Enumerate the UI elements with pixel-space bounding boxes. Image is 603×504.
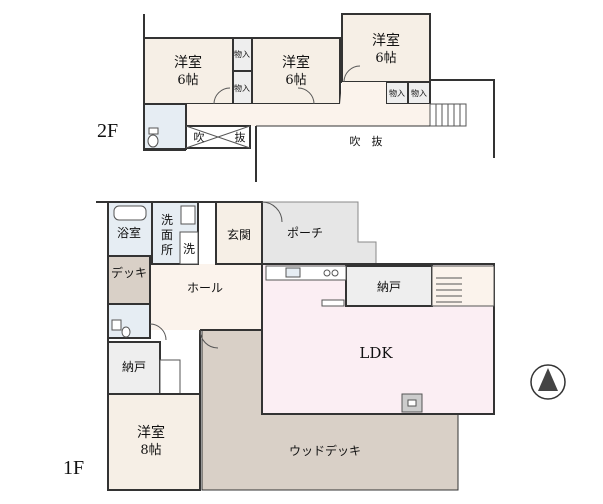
- porch-label: ポーチ: [287, 226, 323, 240]
- floor-label-1f: 1F: [63, 457, 84, 479]
- floor-1f: 浴室 洗 面 所 洗 玄関 ポーチ デッキ ホール 納戸 LDK 納戸 洋室 8…: [63, 201, 495, 491]
- entrance-label: 玄関: [227, 227, 251, 242]
- void-2f-left-a: 吹: [194, 131, 205, 144]
- floor-label-2f: 2F: [97, 120, 118, 142]
- closet-ldk: [345, 265, 433, 307]
- bathtub-icon: [113, 205, 147, 221]
- washer-area: [179, 231, 199, 265]
- washroom-label-c: 所: [161, 243, 173, 257]
- washer-label: 洗: [183, 242, 195, 256]
- washroom-label-a: 洗: [161, 213, 173, 227]
- bedroom-size: 8帖: [140, 443, 161, 458]
- bedroom-8: [107, 393, 201, 491]
- storage-2f-a-label: 物入: [234, 49, 250, 59]
- storage-2f-b-label: 物入: [234, 83, 250, 93]
- deck-small: [107, 255, 151, 305]
- stairs-icon: [429, 103, 467, 127]
- entrance: [215, 201, 263, 265]
- ldk-label: LDK: [359, 344, 393, 362]
- kitchen-icon: [265, 265, 347, 307]
- storage-2f-c-label: 物入: [389, 88, 405, 98]
- stove-icon: [323, 269, 423, 413]
- bath-label: 浴室: [117, 225, 141, 240]
- north-arrow-icon: [530, 364, 566, 400]
- void-2f-left-b: 抜: [235, 130, 246, 144]
- closet-ldk-label: 納戸: [377, 280, 401, 294]
- bedroom-name: 洋室: [137, 424, 165, 441]
- wood-deck-label: ウッドデッキ: [289, 443, 361, 458]
- room-2f-mid-name: 洋室: [282, 54, 310, 71]
- room-2f-mid: [251, 37, 341, 105]
- storage-2f-d-label: 物入: [411, 88, 427, 98]
- room-2f-left-size: 6帖: [177, 73, 198, 88]
- void-2f-right: 吹 抜: [350, 134, 383, 148]
- room-2f-mid-size: 6帖: [285, 73, 306, 88]
- room-2f-left: [143, 37, 234, 105]
- room-2f-right-name: 洋室: [372, 32, 400, 49]
- toilet-icon: [111, 319, 131, 338]
- deck-small-label: デッキ: [111, 265, 147, 280]
- room-2f-left-name: 洋室: [174, 54, 202, 71]
- room-2f-right-size: 6帖: [375, 51, 396, 66]
- hall: [150, 264, 262, 330]
- floor-2f: 洋室 6帖 物入 物入 洋室 6帖 洋室 6帖 物入 物入 吹 抜 吹 抜 2F: [97, 13, 495, 182]
- toilet-icon: [147, 127, 159, 148]
- washroom-label-b: 面: [161, 228, 173, 242]
- hall-label: ホール: [187, 281, 223, 295]
- stairs-icon: [431, 265, 495, 307]
- corridor-2f: [186, 82, 430, 126]
- closet-left-label: 納戸: [122, 360, 146, 374]
